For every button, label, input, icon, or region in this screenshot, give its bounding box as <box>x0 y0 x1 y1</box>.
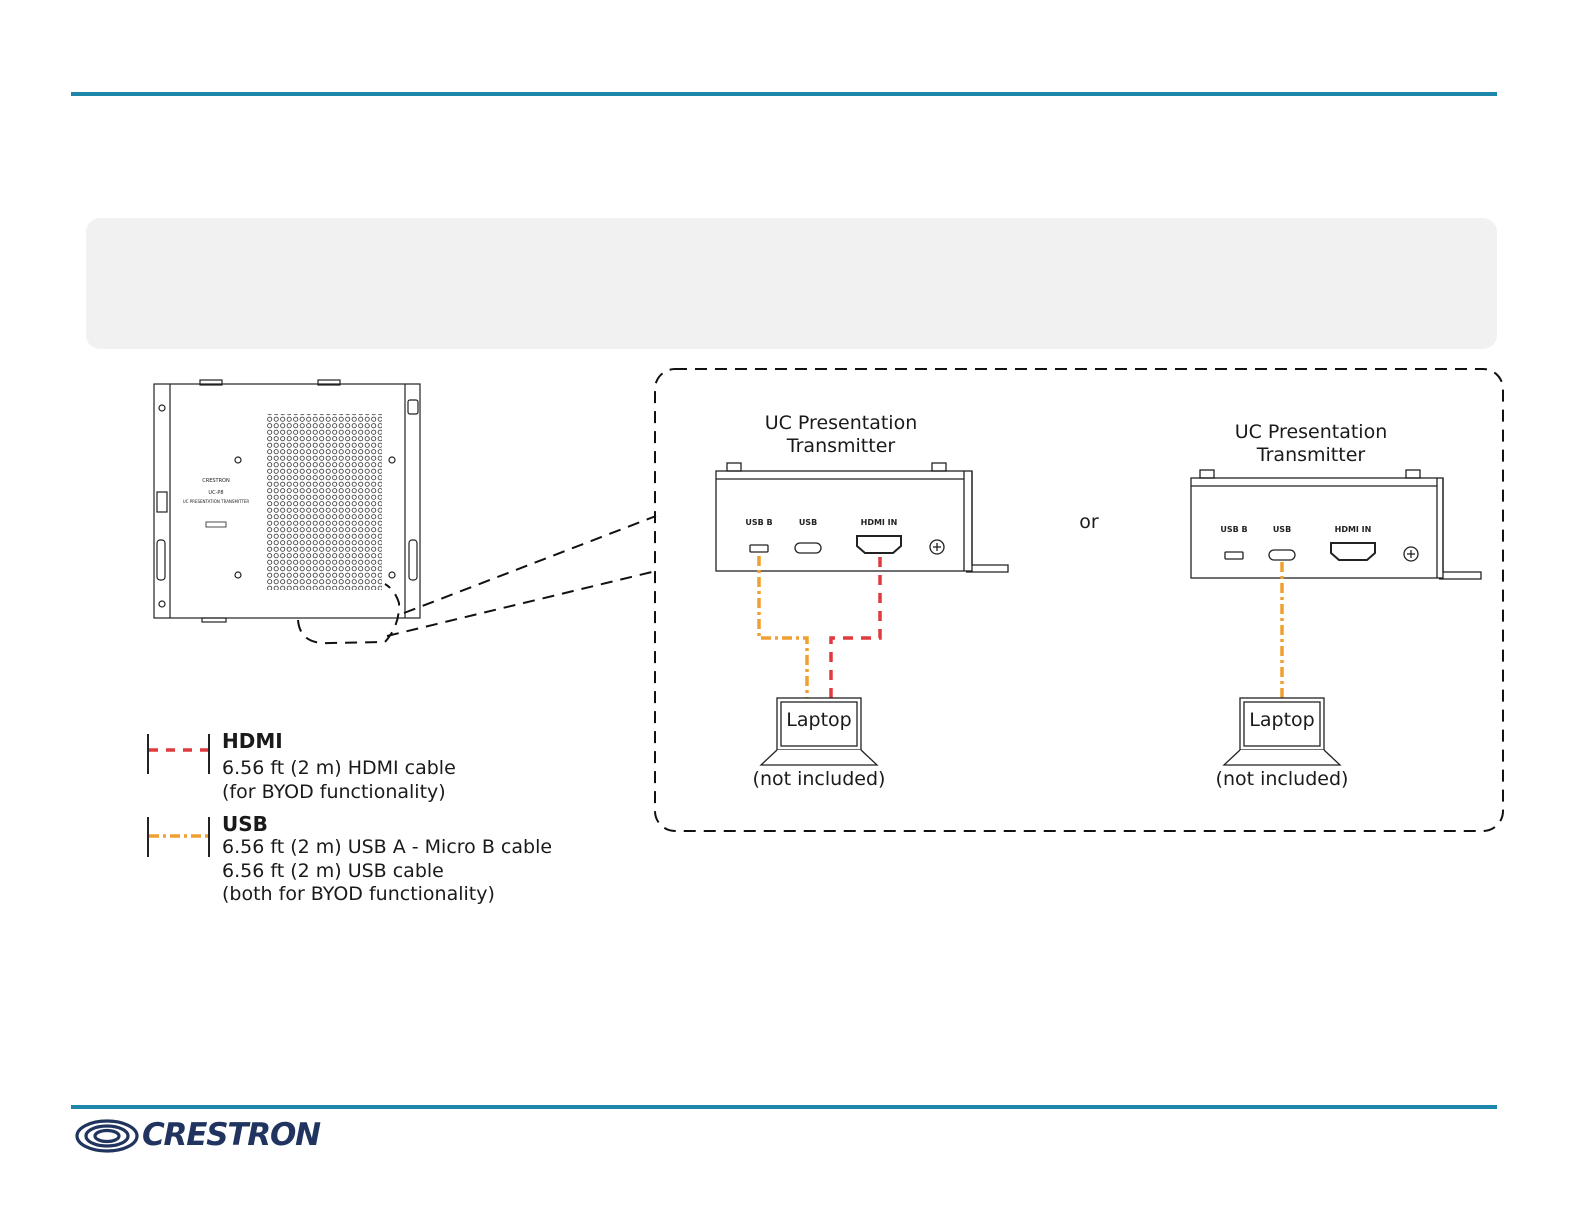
note-panel <box>86 218 1497 349</box>
vent-grid <box>267 414 382 590</box>
port-label-usb-right: USB <box>1273 525 1291 534</box>
zoom-callout <box>297 368 1504 832</box>
port-label-hdmi-left: HDMI IN <box>861 518 898 527</box>
transmitter-left-drawing <box>715 462 1009 573</box>
device-name-text: UC PRESENTATION TRANSMITTER <box>183 499 250 504</box>
top-rule <box>71 92 1497 96</box>
legend-hdmi-line: (for BYOD functionality) <box>222 781 446 803</box>
laptop-right-drawing <box>1222 697 1342 766</box>
laptop-left-note: (not included) <box>752 768 886 790</box>
laptop-left-label: Laptop <box>786 709 852 731</box>
transmitter-left-title-line2: Transmitter <box>786 435 896 457</box>
laptop-right-note: (not included) <box>1215 768 1349 790</box>
transmitter-left-title: UC Presentation Transmitter <box>741 412 941 458</box>
legend-usb-title: USB <box>222 812 268 836</box>
legend-hdmi-line: 6.56 ft (2 m) HDMI cable <box>222 757 456 779</box>
transmitter-right-drawing <box>1190 469 1482 580</box>
legend-usb-line: (both for BYOD functionality) <box>222 883 495 905</box>
legend-usb-swatch <box>147 817 210 857</box>
bottom-rule <box>71 1105 1497 1109</box>
crestron-logo-icon <box>75 1119 139 1153</box>
device-brand-text: CRESTRON <box>202 478 230 484</box>
hdmi-cable-left <box>829 557 882 698</box>
transmitter-left-title-line1: UC Presentation <box>764 412 918 434</box>
port-label-hdmi-right: HDMI IN <box>1335 525 1372 534</box>
legend-hdmi-swatch <box>147 734 210 774</box>
transmitter-right-title: UC Presentation Transmitter <box>1211 421 1411 467</box>
laptop-right-label: Laptop <box>1249 709 1315 731</box>
port-label-usb-left: USB <box>799 518 817 527</box>
legend-usb-line: 6.56 ft (2 m) USB A - Micro B cable <box>222 836 553 858</box>
port-label-usbb-left: USB B <box>745 518 772 527</box>
legend-usb-line: 6.56 ft (2 m) USB cable <box>222 860 444 882</box>
device-model-text: UC-P8 <box>208 490 223 496</box>
usb-cable-left <box>757 556 809 698</box>
or-label: or <box>1079 511 1099 533</box>
transmitter-right-title-line1: UC Presentation <box>1234 421 1388 443</box>
laptop-left-drawing <box>759 697 879 766</box>
brand-wordmark: CRESTRON <box>142 1117 321 1153</box>
legend-hdmi-title: HDMI <box>222 729 283 753</box>
transmitter-right-title-line2: Transmitter <box>1256 444 1366 466</box>
port-label-usbb-right: USB B <box>1220 525 1247 534</box>
